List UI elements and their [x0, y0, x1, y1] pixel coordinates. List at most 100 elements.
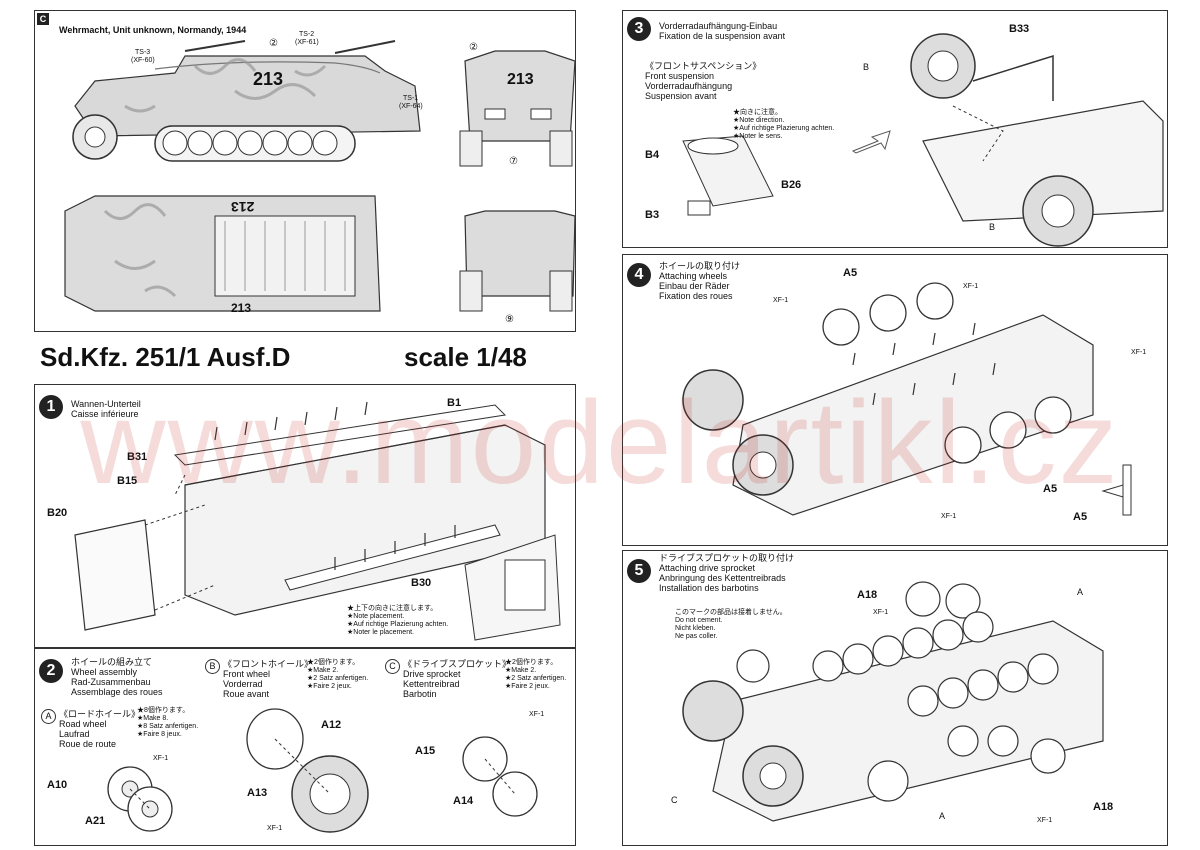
step2-c-line-1: 《ドライブスプロケット》 [403, 659, 512, 669]
top-number-bottom: 213 [231, 301, 252, 315]
part-a5-top: A5 [843, 267, 858, 279]
step3-note-1: ★向きに注意。 [733, 109, 782, 116]
step1-number: 1 [39, 395, 63, 419]
part-b4: B4 [645, 149, 660, 161]
part-b20: B20 [47, 507, 68, 519]
part-a18-bottom: A18 [1093, 801, 1114, 813]
mark-2-side: ② [269, 38, 278, 49]
step2-a-note-3: ★8 Satz anfertigen. [137, 723, 199, 730]
step2-line-4: Assemblage des roues [71, 687, 163, 697]
mark-7: ⑦ [509, 156, 518, 167]
step1-note-3: ★Auf richtige Plazierung achten. [347, 621, 449, 628]
step3-sub-4: Suspension avant [645, 91, 717, 101]
callout-ts2-code: TS-2 [299, 31, 315, 38]
tag-a-top: A [1077, 587, 1084, 597]
callout-ts2-color: (XF-61) [295, 39, 319, 46]
step4-panel: 4 ホイールの取り付け Attaching wheels Einbau der … [622, 254, 1168, 546]
step4-line-2: Attaching wheels [659, 271, 728, 281]
part-b30: B30 [411, 577, 432, 589]
halftrack-views-drawing [64, 40, 575, 312]
step2-a-note-4: ★Faire 8 jeux. [137, 731, 182, 738]
callout-ts1-code: TS-1 [403, 95, 419, 102]
step2-c-note-2: ★Make 2. [505, 667, 537, 674]
part-a15: A15 [415, 745, 436, 757]
tag-c: C [385, 659, 400, 674]
mark-2-front: ② [469, 42, 478, 53]
mark-9: ⑨ [505, 314, 514, 325]
step4-drawing [682, 282, 1132, 516]
paint-xf1-bottom: XF-1 [941, 513, 957, 520]
step2-b-note-4: ★Faire 2 jeux. [307, 683, 352, 690]
part-a14: A14 [453, 795, 474, 807]
tag-a: A [41, 709, 56, 724]
step5-note-4: Ne pas coller. [675, 633, 718, 640]
step5-line-1: ドライブスプロケットの取り付け [659, 553, 795, 563]
part-b1: B1 [447, 397, 462, 409]
side-number: 213 [253, 69, 284, 89]
part-b26: B26 [781, 179, 802, 191]
step4-line-1: ホイールの取り付け [659, 261, 741, 271]
step2-number: 2 [39, 659, 63, 683]
step3-note-4: ★Noter le sens. [733, 133, 783, 140]
step5-note-1: このマークの部品は接着しません。 [675, 609, 787, 616]
step2-c-note-3: ★2 Satz anfertigen. [505, 675, 567, 682]
model-title: Sd.Kfz. 251/1 Ausf.D [40, 342, 291, 372]
part-b3: B3 [645, 209, 660, 221]
step5-note-3: Nicht kleben. [675, 625, 716, 632]
callout-ts3-color: (XF-60) [131, 57, 155, 64]
step1-note-2: ★Note placement. [347, 613, 405, 620]
step2-c-note-4: ★Faire 2 jeux. [505, 683, 550, 690]
paint-xf1-c: XF-1 [529, 711, 545, 718]
step2-a-line-4: Roue de route [59, 739, 117, 749]
step1-line-1: Wannen-Unterteil [71, 399, 141, 409]
paint-xf1-bottom5: XF-1 [1037, 817, 1053, 824]
step1-note-1: ★上下の向きに注意します。 [347, 605, 438, 612]
step3-sub-2: Front suspension [645, 71, 715, 81]
step3-line-2: Fixation de la suspension avant [659, 31, 786, 41]
step2-a-line-3: Laufrad [59, 729, 90, 739]
tag-b: B [205, 659, 220, 674]
step2-drawing [107, 708, 538, 833]
part-a12: A12 [321, 719, 342, 731]
step5-drawing [682, 581, 1104, 822]
step4-line-4: Fixation des roues [659, 291, 733, 301]
step2-a-note-2: ★Make 8. [137, 715, 169, 722]
step5-line-4: Installation des barbotins [659, 583, 759, 593]
step2-b-line-3: Vorderrad [223, 679, 263, 689]
step2-b-note-2: ★Make 2. [307, 667, 339, 674]
step2-c-note-1: ★2個作ります。 [505, 659, 558, 666]
paint-xf1-top5: XF-1 [873, 609, 889, 616]
step2-c-line-2: Drive sprocket [403, 669, 461, 679]
part-a5-side: A5 [1073, 511, 1088, 523]
step4-number: 4 [627, 263, 651, 287]
step3-note-2: ★Note direction. [733, 117, 785, 124]
step2-line-3: Rad-Zusammenbau [71, 677, 151, 687]
step2-a-line-2: Road wheel [59, 719, 107, 729]
top-number: 213 [231, 199, 255, 215]
step2-line-1: ホイールの組み立て [71, 657, 153, 667]
part-b15: B15 [117, 475, 138, 487]
step2-b-note-1: ★2個作ります。 [307, 659, 360, 666]
scale-title: scale 1/48 [404, 342, 527, 372]
step2-panel: 2 ホイールの組み立て Wheel assembly Rad-Zusammenb… [34, 648, 576, 846]
title-bar: Sd.Kfz. 251/1 Ausf.D scale 1/48 [34, 336, 574, 378]
painting-guide-panel: C Wehrmacht, Unit unknown, Normandy, 194… [34, 10, 576, 332]
step5-note-2: Do not cement. [675, 617, 723, 624]
part-b31: B31 [127, 451, 148, 463]
step2-a-note-1: ★8個作ります。 [137, 707, 190, 714]
part-a10: A10 [47, 779, 68, 791]
step3-note-3: ★Auf richtige Plazierung achten. [733, 125, 835, 132]
painting-caption: Wehrmacht, Unit unknown, Normandy, 1944 [59, 25, 247, 35]
paint-xf1-b: XF-1 [267, 825, 283, 832]
step2-b-line-4: Roue avant [223, 689, 270, 699]
step5-number: 5 [627, 559, 651, 583]
step5-line-2: Attaching drive sprocket [659, 563, 756, 573]
step4-line-3: Einbau der Räder [659, 281, 730, 291]
part-a5-mid: A5 [1043, 483, 1058, 495]
step2-a-line-1: 《ロードホイール》 [59, 709, 141, 719]
part-a21: A21 [85, 815, 106, 827]
tag-b-lower: B [989, 222, 996, 232]
paint-xf1-top: XF-1 [963, 283, 979, 290]
tag-a-bottom: A [939, 811, 946, 821]
step3-line-1: Vorderradaufhängung-Einbau [659, 21, 778, 31]
